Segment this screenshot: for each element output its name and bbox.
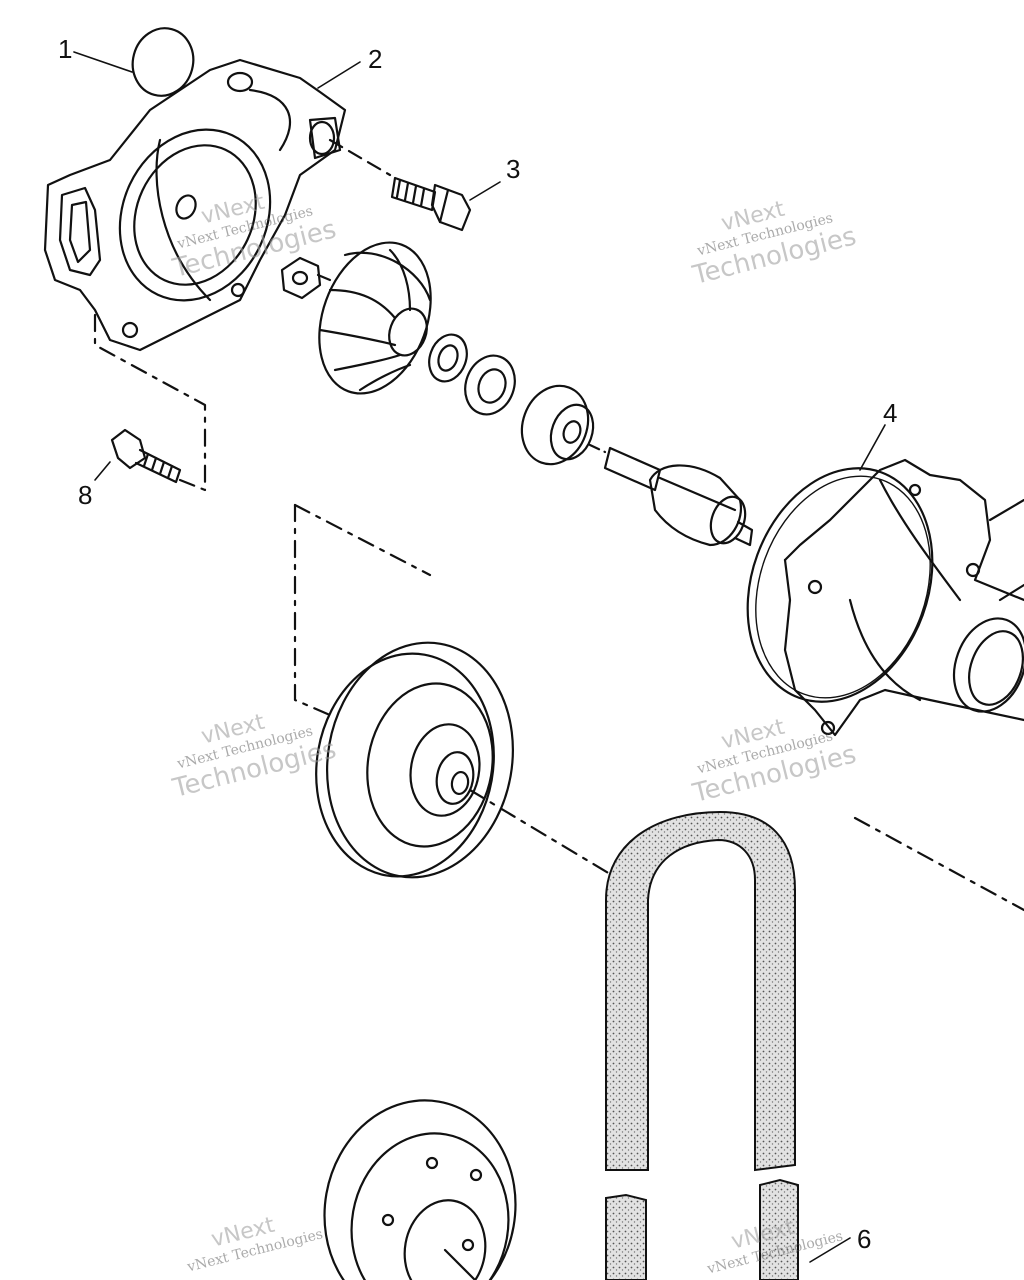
pump-shaft: [603, 446, 754, 547]
seal-ring-large: [520, 384, 595, 466]
pump-housing: [783, 458, 1024, 737]
bolt-8: [110, 428, 182, 484]
housing-o-ring: [746, 467, 934, 703]
impeller: [318, 241, 432, 395]
callout-6: 6: [857, 1224, 872, 1254]
callout-8: 8: [78, 480, 93, 510]
callout-2: 2: [368, 44, 383, 74]
callout-1: 1: [58, 34, 73, 64]
pump-cover: [43, 58, 347, 352]
v-belt: [605, 810, 799, 1280]
bolt-3: [390, 176, 472, 232]
seal-ring-small: [428, 333, 468, 383]
callout-3: 3: [506, 154, 521, 184]
impeller-nut: [280, 256, 332, 300]
o-ring-small: [131, 27, 195, 97]
callout-4: 4: [883, 398, 898, 428]
seal-ring-medium: [464, 354, 516, 416]
pulley-upper: [315, 641, 514, 879]
pulley-lower: [323, 1099, 517, 1280]
